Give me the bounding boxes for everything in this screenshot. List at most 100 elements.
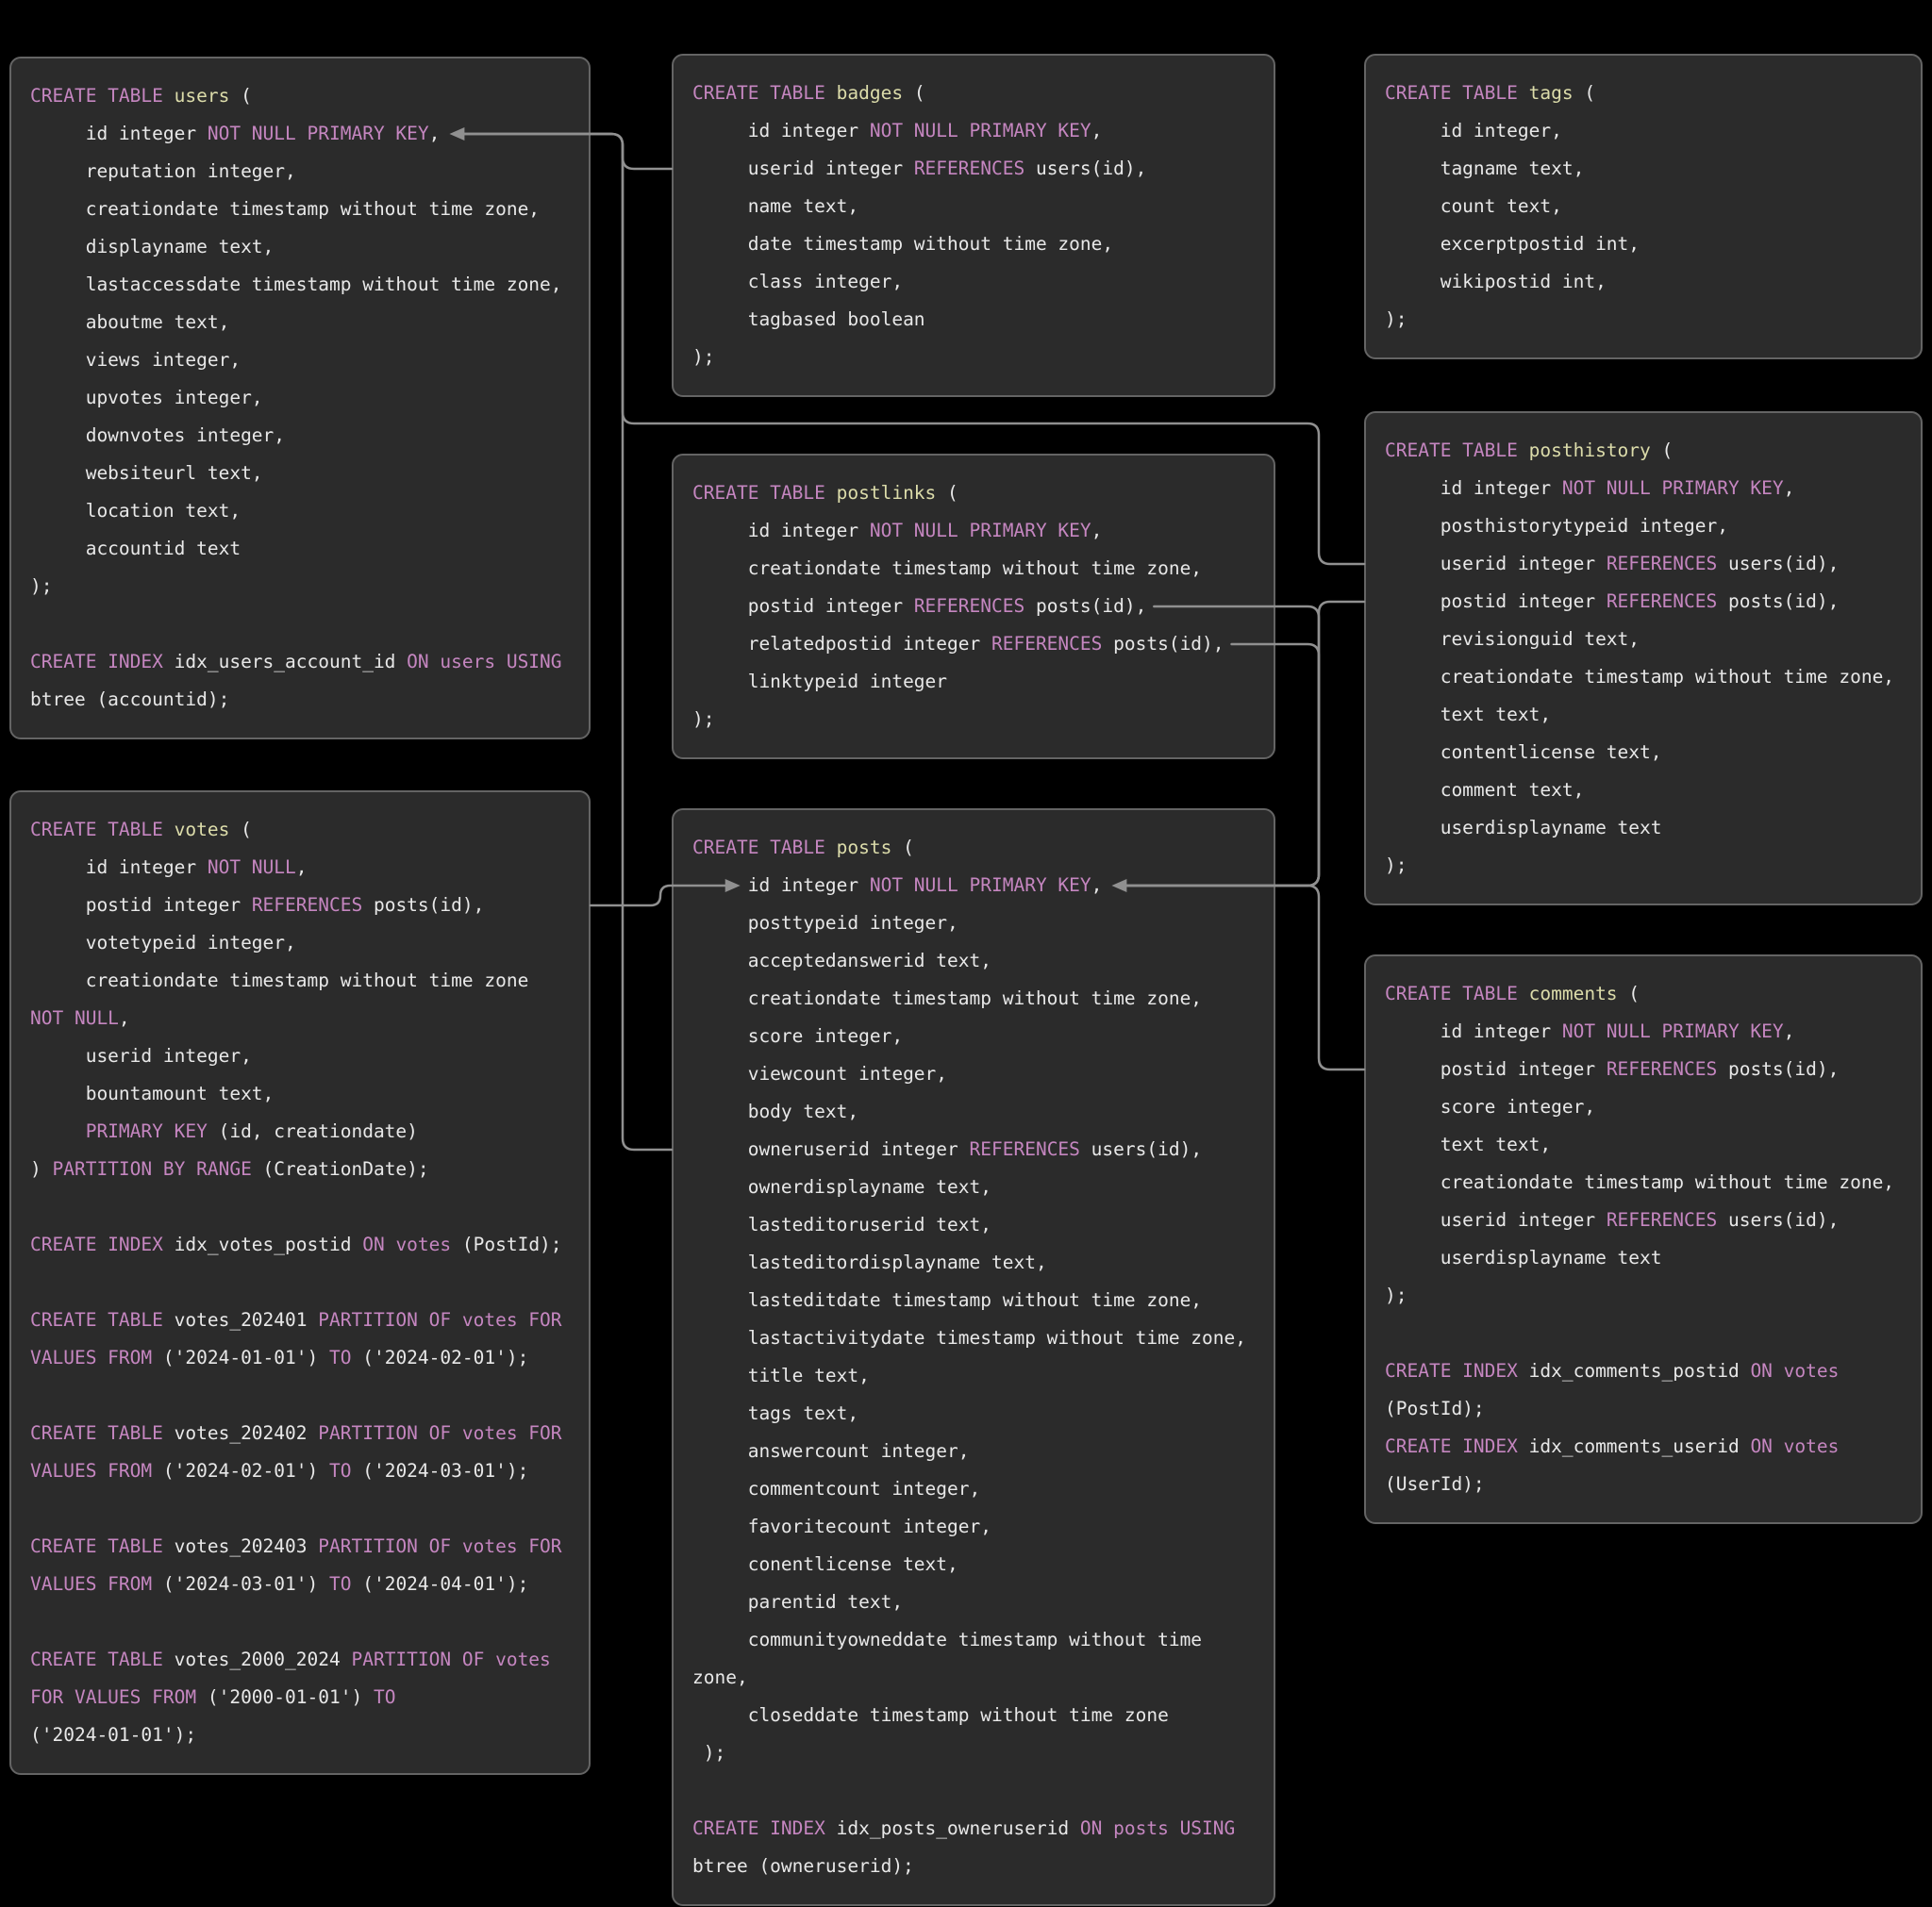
sql-line: CREATE TABLE posthistory ( bbox=[1385, 432, 1902, 470]
sql-line: wikipostid int, bbox=[1385, 263, 1902, 301]
sql-token: lasteditordisplayname text, bbox=[747, 1252, 1047, 1273]
sql-token bbox=[30, 198, 86, 220]
sql-token bbox=[30, 349, 86, 371]
sql-token: ownerdisplayname text, bbox=[747, 1176, 991, 1198]
sql-line: ownerdisplayname text, bbox=[692, 1169, 1255, 1206]
sql-token: ); bbox=[30, 575, 53, 597]
sql-token: parentid text, bbox=[747, 1591, 904, 1613]
sql-token bbox=[692, 1025, 748, 1047]
sql-line: views integer, bbox=[30, 341, 570, 379]
sql-token bbox=[1385, 1209, 1441, 1231]
sql-line bbox=[692, 1772, 1255, 1810]
sql-line: ); bbox=[30, 568, 570, 605]
sql-line: ('2024-01-01'); bbox=[30, 1716, 570, 1754]
sql-token bbox=[692, 912, 748, 934]
sql-token: title text, bbox=[747, 1365, 870, 1386]
sql-token: zone, bbox=[692, 1667, 748, 1688]
sql-line: communityowneddate timestamp without tim… bbox=[692, 1621, 1255, 1659]
sql-token: NOT NULL PRIMARY KEY bbox=[869, 874, 1091, 896]
sql-line: body text, bbox=[692, 1093, 1255, 1131]
sql-token: NOT NULL PRIMARY KEY bbox=[1561, 1020, 1784, 1042]
sql-token: PARTITION OF votes FOR bbox=[318, 1535, 562, 1557]
sql-token: CREATE TABLE bbox=[30, 1535, 175, 1557]
sql-line: userdisplayname text bbox=[1385, 809, 1902, 847]
sql-token: userid integer, bbox=[85, 1045, 252, 1067]
sql-token: PARTITION OF votes bbox=[351, 1649, 551, 1670]
sql-token: CREATE INDEX bbox=[30, 1234, 175, 1255]
sql-token bbox=[692, 271, 748, 292]
sql-token: favoritecount integer, bbox=[747, 1516, 991, 1537]
sql-token: TO bbox=[329, 1347, 352, 1368]
sql-line: CREATE TABLE votes_202402 PARTITION OF v… bbox=[30, 1415, 570, 1452]
sql-line: creationdate timestamp without time zone… bbox=[692, 980, 1255, 1018]
sql-token: creationdate timestamp without time zone… bbox=[747, 557, 1203, 579]
sql-token: PRIMARY KEY bbox=[85, 1120, 208, 1142]
sql-token: creationdate timestamp without time zone… bbox=[1440, 1171, 1895, 1193]
sql-token: posthistorytypeid integer, bbox=[1440, 515, 1728, 537]
sql-line bbox=[30, 1264, 570, 1302]
table-panel-tags: CREATE TABLE tags ( id integer, tagname … bbox=[1364, 54, 1923, 359]
sql-token: id integer bbox=[85, 856, 208, 878]
sql-token: ( bbox=[1573, 82, 1596, 104]
sql-line: parentid text, bbox=[692, 1584, 1255, 1621]
sql-line: CREATE TABLE comments ( bbox=[1385, 975, 1902, 1013]
sql-token: body text, bbox=[747, 1101, 859, 1122]
sql-token: posttypeid integer, bbox=[747, 912, 958, 934]
sql-line: CREATE INDEX idx_votes_postid ON votes (… bbox=[30, 1226, 570, 1264]
sql-token: VALUES FROM bbox=[30, 1460, 163, 1482]
sql-token: viewcount integer, bbox=[747, 1063, 948, 1085]
sql-line: posthistorytypeid integer, bbox=[1385, 507, 1902, 545]
sql-token: ('2024-02-01') bbox=[162, 1460, 329, 1482]
sql-token: REFERENCES bbox=[991, 633, 1103, 655]
sql-token: votes_202402 bbox=[174, 1422, 319, 1444]
sql-token bbox=[1385, 1134, 1441, 1155]
sql-token: lasteditdate timestamp without time zone… bbox=[747, 1289, 1203, 1311]
sql-line: ); bbox=[1385, 847, 1902, 885]
sql-token bbox=[30, 1083, 86, 1104]
sql-line: count text, bbox=[1385, 188, 1902, 225]
sql-line: id integer NOT NULL PRIMARY KEY, bbox=[692, 512, 1255, 550]
sql-token bbox=[30, 970, 86, 991]
sql-token: CREATE TABLE bbox=[30, 819, 175, 840]
sql-line: btree (owneruserid); bbox=[692, 1848, 1255, 1885]
sql-line-posthistory-userid: userid integer REFERENCES users(id), bbox=[1385, 545, 1902, 583]
sql-token: NOT NULL PRIMARY KEY bbox=[869, 520, 1091, 541]
sql-line: accountid text bbox=[30, 530, 570, 568]
sql-token: votes_2000_2024 bbox=[174, 1649, 352, 1670]
sql-token bbox=[692, 874, 748, 896]
sql-token: posts(id), bbox=[1717, 590, 1840, 612]
sql-token: , bbox=[1091, 520, 1103, 541]
sql-line: userid integer REFERENCES users(id), bbox=[1385, 1202, 1902, 1239]
sql-line: answercount integer, bbox=[692, 1433, 1255, 1470]
sql-line: CREATE TABLE users ( bbox=[30, 77, 570, 115]
sql-token: tagbased boolean bbox=[747, 308, 925, 330]
sql-token: NOT NULL PRIMARY KEY bbox=[207, 123, 429, 144]
sql-token: REFERENCES bbox=[969, 1138, 1080, 1160]
sql-line-comments-postid: postid integer REFERENCES posts(id), bbox=[1385, 1051, 1902, 1088]
sql-token bbox=[1385, 1247, 1441, 1269]
sql-token: VALUES FROM bbox=[30, 1347, 163, 1368]
sql-token: posts(id), bbox=[1102, 633, 1224, 655]
sql-line-posts-id: id integer NOT NULL PRIMARY KEY, bbox=[692, 867, 1255, 904]
sql-line: date timestamp without time zone, bbox=[692, 225, 1255, 263]
sql-token: CREATE TABLE bbox=[30, 1422, 175, 1444]
sql-line: userid integer, bbox=[30, 1037, 570, 1075]
sql-token: ( bbox=[229, 819, 252, 840]
sql-token: views integer, bbox=[85, 349, 242, 371]
sql-line: VALUES FROM ('2024-01-01') TO ('2024-02-… bbox=[30, 1339, 570, 1377]
sql-token bbox=[692, 1138, 748, 1160]
sql-line: VALUES FROM ('2024-03-01') TO ('2024-04-… bbox=[30, 1566, 570, 1603]
sql-token: CREATE TABLE bbox=[692, 82, 837, 104]
table-panel-posthistory: CREATE TABLE posthistory ( id integer NO… bbox=[1364, 411, 1923, 905]
sql-token: posts(id), bbox=[1024, 595, 1147, 617]
sql-line bbox=[30, 1377, 570, 1415]
sql-token bbox=[1385, 158, 1441, 179]
sql-token: REFERENCES bbox=[1606, 553, 1718, 574]
sql-token bbox=[30, 274, 86, 295]
sql-token: posts(id), bbox=[1717, 1058, 1840, 1080]
sql-line: commentcount integer, bbox=[692, 1470, 1255, 1508]
sql-token: id integer bbox=[85, 123, 208, 144]
sql-line: ); bbox=[1385, 1277, 1902, 1315]
sql-token bbox=[692, 520, 748, 541]
sql-token: ('2024-02-01'); bbox=[351, 1347, 529, 1368]
